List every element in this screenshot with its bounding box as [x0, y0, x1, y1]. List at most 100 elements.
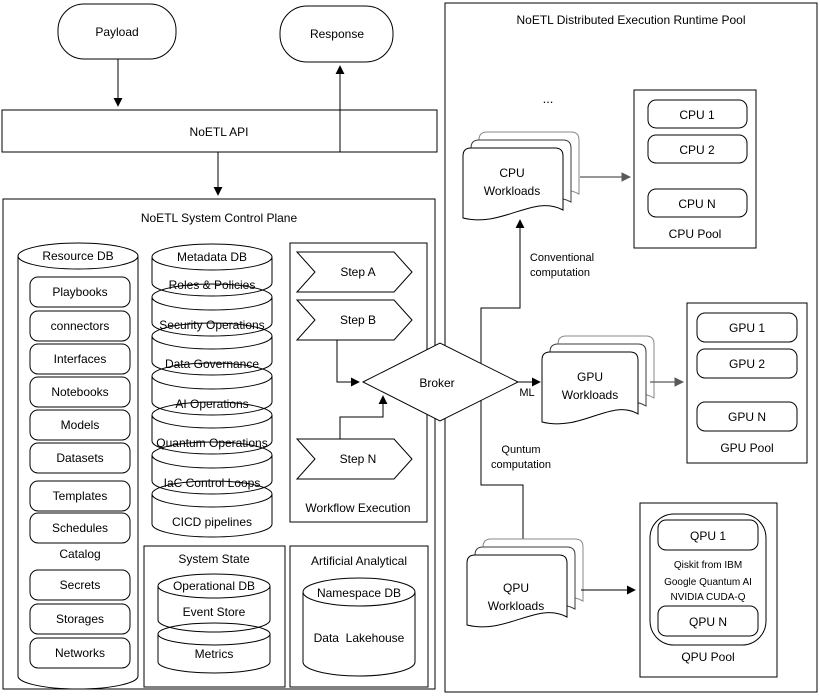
- runtime-pool-title: NoETL Distributed Execution Runtime Pool: [517, 13, 746, 27]
- svg-text:CPU: CPU: [499, 166, 524, 180]
- svg-text:Step A: Step A: [340, 265, 375, 279]
- metadata-layer-label: IaC Control Loops: [164, 476, 261, 490]
- svg-text:Notebooks: Notebooks: [51, 385, 108, 399]
- svg-text:Workloads: Workloads: [484, 184, 540, 198]
- broker-diamond: Broker: [361, 342, 520, 422]
- ml-label: ML: [519, 387, 534, 399]
- svg-text:QPU N: QPU N: [689, 615, 727, 629]
- resource-item-datasets: Datasets: [29, 442, 131, 474]
- metadata-layer-label: AI Operations: [175, 397, 248, 411]
- svg-text:GPU 1: GPU 1: [729, 321, 765, 335]
- svg-text:Datasets: Datasets: [56, 451, 103, 465]
- api-node: [1, 109, 438, 153]
- broker-label: Broker: [419, 376, 454, 390]
- metadata-db-title: Metadata DB: [177, 250, 247, 264]
- svg-text:Data Lakehouse: Data Lakehouse: [314, 631, 405, 645]
- step-b-to-broker-arrow: [336, 340, 360, 387]
- svg-text:Step N: Step N: [340, 452, 377, 466]
- resource-db-title: Resource DB: [42, 249, 113, 263]
- gpu-pool-title: GPU Pool: [720, 441, 773, 455]
- svg-text:Metrics: Metrics: [195, 647, 234, 661]
- resource-item-networks: Networks: [29, 637, 131, 669]
- system-state-title: System State: [178, 552, 250, 566]
- gpu-workloads-stack: GPU Workloads: [541, 335, 655, 425]
- qpu-inner-container: [649, 513, 767, 646]
- qpu-pool-title: QPU Pool: [681, 650, 734, 664]
- metadata-layer-label: Roles & Policies: [169, 278, 256, 292]
- conventional-computation-label: Conventional: [530, 252, 594, 264]
- resource-item-secrets: Secrets: [29, 569, 131, 601]
- svg-text:Playbooks: Playbooks: [52, 285, 107, 299]
- svg-text:Storages: Storages: [56, 612, 104, 626]
- payload-label: Payload: [95, 25, 138, 39]
- gpu-unit: [696, 401, 798, 432]
- qpu-pool-box: QPU 1 Qiskit from IBM Google Quantum AI …: [639, 502, 778, 678]
- qpu-provider: Google Quantum AI: [664, 577, 752, 588]
- step-n-shape: Step N: [295, 438, 413, 480]
- cpu-unit: [647, 99, 748, 129]
- ellipsis-label: ...: [543, 91, 554, 106]
- response-node: [279, 5, 394, 63]
- resource-item-storages: Storages: [29, 603, 131, 635]
- metadata-layer-label: Data Governance: [165, 357, 259, 371]
- svg-text:CPU N: CPU N: [678, 197, 715, 211]
- svg-text:connectors: connectors: [51, 319, 110, 333]
- resource-item-notebooks: Notebooks: [29, 376, 131, 408]
- gpu-unit: [696, 348, 798, 379]
- cpu-unit: [647, 188, 748, 218]
- cpu-pool-box: CPU 1 CPU 2 CPU N CPU Pool: [633, 89, 757, 249]
- gpu-unit: [696, 312, 798, 343]
- svg-text:Event Store: Event Store: [183, 605, 246, 619]
- workflow-title: Workflow Execution: [305, 501, 410, 515]
- svg-text:GPU N: GPU N: [728, 410, 766, 424]
- qpu-workloads-stack: QPU Workloads: [466, 538, 584, 628]
- qpu-provider: NVIDIA CUDA-Q: [670, 592, 745, 603]
- resource-item-models: Models: [29, 409, 131, 441]
- control-plane-container: [2, 198, 436, 690]
- svg-text:CPU 2: CPU 2: [679, 143, 715, 157]
- svg-text:Workloads: Workloads: [562, 388, 618, 402]
- svg-text:Networks: Networks: [55, 646, 105, 660]
- catalog-label: Catalog: [59, 547, 100, 561]
- control-plane-title: NoETL System Control Plane: [141, 211, 298, 225]
- svg-text:Operational DB: Operational DB: [173, 579, 255, 593]
- svg-text:Step B: Step B: [340, 313, 376, 327]
- svg-text:Namespace DB: Namespace DB: [317, 586, 401, 600]
- qpu-unit: [657, 605, 759, 637]
- resource-item-playbooks: Playbooks: [29, 276, 131, 308]
- svg-text:Models: Models: [61, 418, 100, 432]
- svg-text:Schedules: Schedules: [52, 521, 108, 535]
- svg-text:QPU 1: QPU 1: [690, 529, 726, 543]
- metadata-layer-label: Security Operations: [159, 318, 264, 332]
- api-label: NoETL API: [190, 125, 249, 139]
- metadata-layer-label: CICD pipelines: [172, 515, 252, 529]
- svg-text:Templates: Templates: [53, 489, 108, 503]
- operational-db-cylinder: Operational DB Event Store: [157, 573, 271, 633]
- response-label: Response: [310, 27, 364, 41]
- analytical-box: [289, 545, 429, 688]
- metrics-cylinder: Metrics: [157, 622, 271, 674]
- broker-to-cpu-arrow: [480, 219, 525, 363]
- step-b-shape: Step B: [295, 299, 413, 341]
- step-a-shape: Step A: [295, 251, 413, 293]
- step-n-to-broker-arrow: [339, 395, 388, 439]
- cpu-unit: [647, 134, 748, 164]
- resource-db-cylinder: Resource DB: [17, 242, 139, 690]
- quantum-computation-label2: computation: [491, 459, 551, 471]
- svg-text:Interfaces: Interfaces: [54, 352, 107, 366]
- metadata-layer-label: Quantum Operations: [156, 436, 267, 450]
- resource-item-schedules: Schedules: [29, 512, 131, 544]
- conventional-computation-label2: computation: [530, 267, 590, 279]
- cpu-pool-title: CPU Pool: [669, 227, 722, 241]
- resource-item-connectors: connectors: [29, 310, 131, 342]
- metadata-db-stack: Metadata DB Roles & Policies Security Op…: [151, 243, 273, 538]
- svg-text:GPU: GPU: [577, 370, 603, 384]
- svg-text:Workloads: Workloads: [488, 599, 544, 613]
- payload-node: [57, 3, 177, 60]
- analytical-title: Artificial Analytical: [311, 554, 407, 568]
- svg-text:Secrets: Secrets: [60, 578, 101, 592]
- gpu-pool-box: GPU 1 GPU 2 GPU N GPU Pool: [686, 302, 808, 464]
- namespace-db-cylinder: Namespace DB Data Lakehouse: [302, 577, 416, 677]
